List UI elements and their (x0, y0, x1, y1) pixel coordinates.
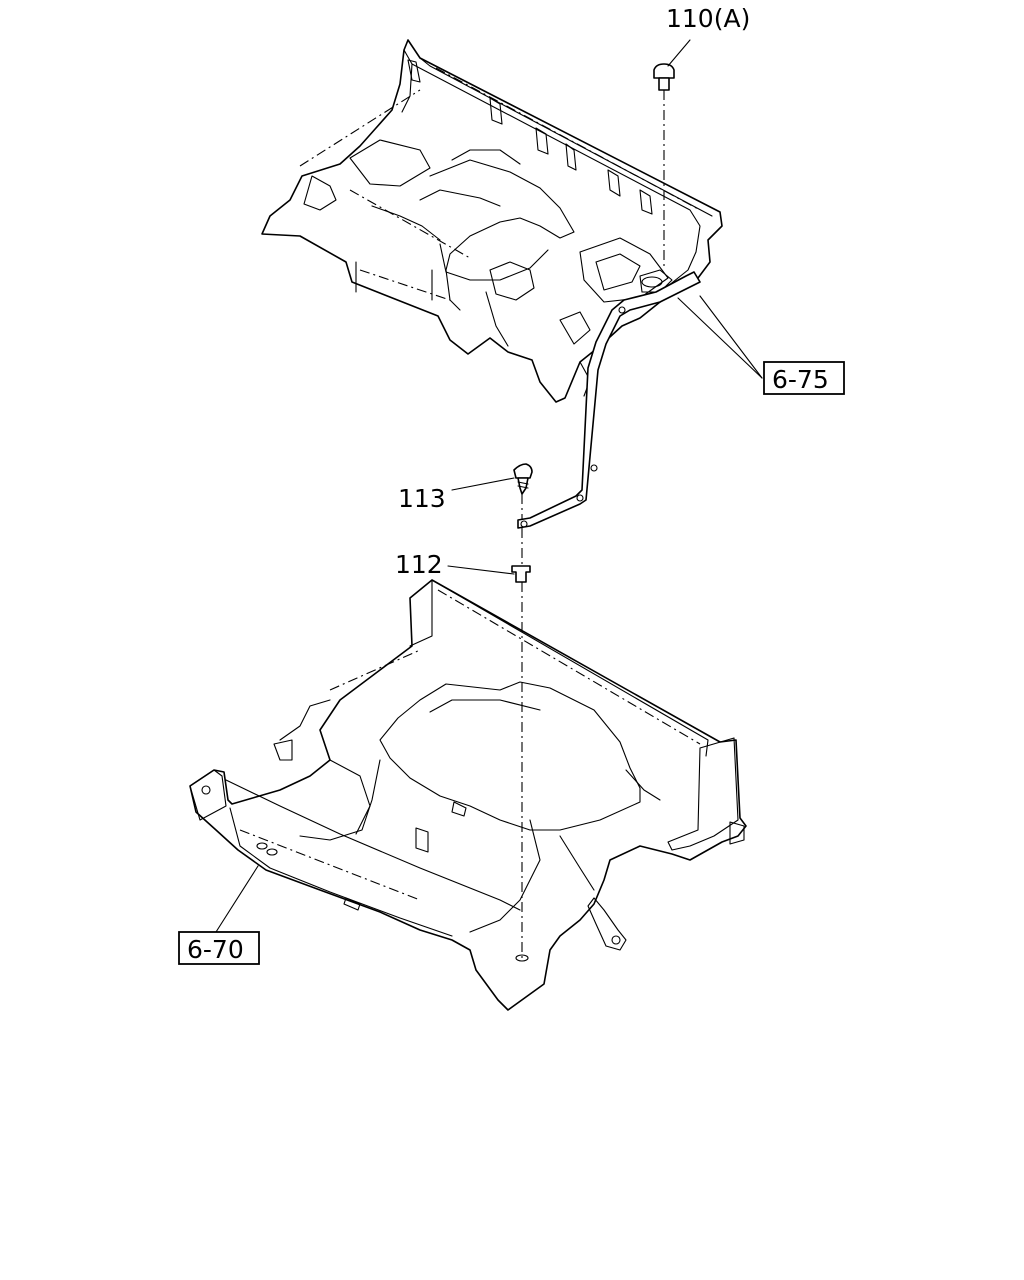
label-113: 113 (398, 484, 446, 513)
label-112: 112 (395, 550, 443, 579)
ref-box-6-75 (763, 361, 845, 395)
leader-110a (667, 39, 691, 67)
lower-floor-mat (189, 579, 747, 1011)
leader-6-75-upper (677, 297, 763, 379)
leader-6-70 (215, 865, 259, 933)
clip-112 (511, 565, 531, 583)
leader-113 (451, 477, 515, 491)
label-110a: 110(A) (666, 4, 750, 33)
leader-6-75-strip (699, 295, 763, 379)
screw-113 (513, 463, 533, 495)
upper-floor-mat (261, 39, 723, 403)
ref-label-6-70: 6-70 (187, 935, 244, 964)
floor-mat-retainer-strip (517, 271, 701, 529)
leader-112 (447, 565, 515, 575)
ref-box-6-70 (178, 931, 260, 965)
bolt-110a (653, 63, 675, 91)
ref-label-6-75: 6-75 (772, 365, 829, 394)
